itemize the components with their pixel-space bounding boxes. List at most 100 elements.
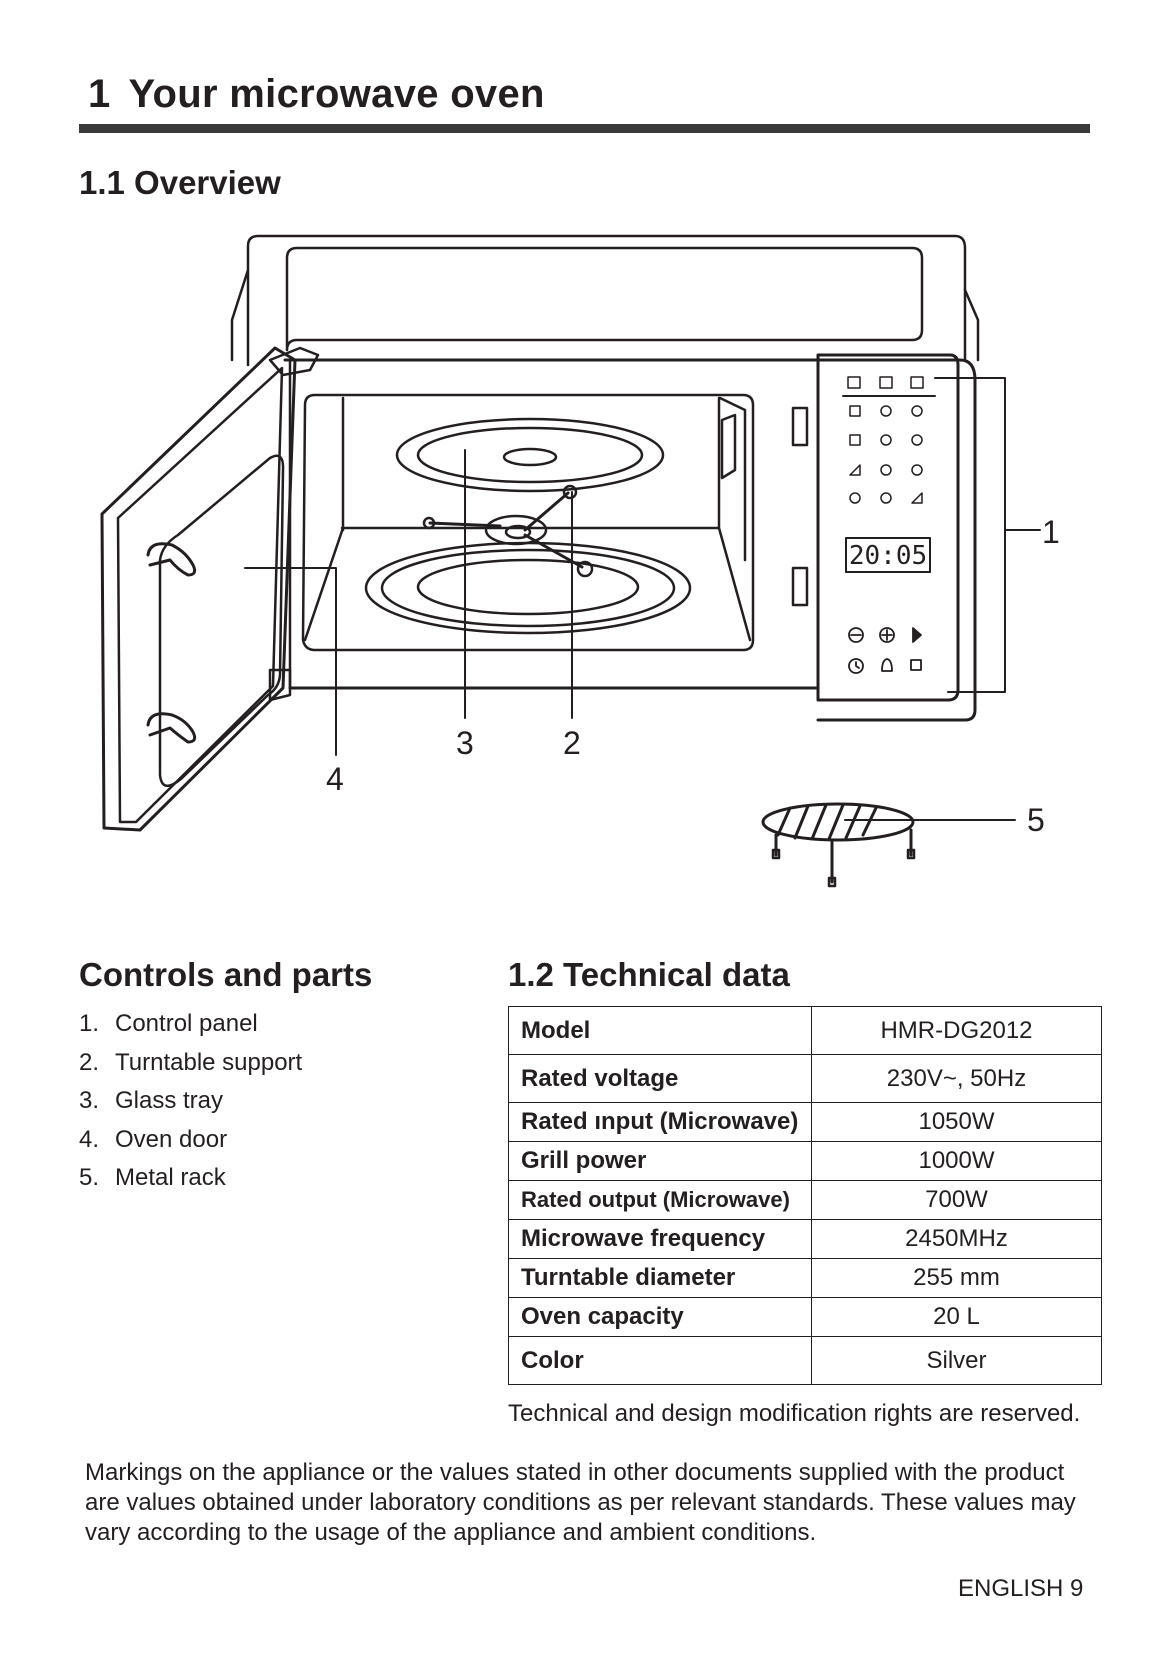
oven-cavity-frame [301, 393, 755, 652]
turntable-ring-mid [380, 548, 676, 628]
table-value: 1000W [811, 1141, 1102, 1181]
microwave-mode-icon [847, 376, 861, 389]
technical-data-heading: 1.2 Technical data [508, 956, 790, 993]
list-item-label: Oven door [115, 1125, 228, 1153]
overview-heading: 1.1 Overview [79, 164, 281, 201]
table-value: 700W [811, 1180, 1102, 1220]
oven-door-hinge-top [268, 346, 320, 377]
metal-rack-wires [776, 803, 878, 841]
markings-note: Markings on the appliance or the values … [85, 1459, 1076, 1546]
table-key: Oven capacity [508, 1297, 812, 1337]
turntable-roller-left [422, 516, 436, 530]
auto-cook-icon-11 [911, 492, 923, 504]
modification-rights-note: Technical and design modification rights… [508, 1400, 1081, 1427]
oven-door-inner-frame [116, 366, 284, 824]
clock-button-icon [848, 658, 864, 674]
controls-heading: Controls and parts [79, 956, 373, 993]
table-value: 20 L [811, 1297, 1102, 1337]
oven-cavity-floor-left [303, 526, 345, 642]
list-item-number: 2. [79, 1048, 100, 1076]
auto-cook-icon-9 [849, 492, 861, 504]
turntable-support-hub [484, 514, 548, 546]
stop-button-icon [910, 659, 922, 671]
oven-body-outline [283, 358, 977, 722]
title-rule [79, 124, 1090, 133]
glass-tray-inner [416, 426, 644, 484]
callout-leader-1-lower [947, 529, 1006, 693]
table-value: HMR-DG2012 [811, 1006, 1102, 1055]
callout-4: 4 [326, 761, 344, 797]
list-item-label: Glass tray [115, 1087, 224, 1114]
list-item: 1.Control panel [79, 1010, 302, 1049]
display-time: 20:05 [849, 541, 927, 571]
defrost-icon [849, 405, 861, 417]
oven-door-outer [100, 346, 297, 832]
auto-cook-icon-2 [911, 405, 923, 417]
table-key: Rated voltage [508, 1054, 812, 1103]
table-key: Model [508, 1006, 812, 1055]
auto-cook-icon-7 [880, 464, 892, 476]
callout-5: 5 [1027, 802, 1045, 838]
list-item: 4.Oven door [79, 1126, 302, 1165]
start-button-icon [912, 627, 922, 643]
oven-door-hook-lower [146, 712, 197, 744]
callout-2: 2 [563, 725, 581, 761]
auto-cook-icon-6 [849, 464, 861, 476]
oven-top-panel [285, 246, 924, 352]
glass-tray-outer [395, 417, 665, 493]
table-row: Rated ınput (Microwave)1050W [508, 1102, 1102, 1142]
turntable-support-arm-right [523, 491, 570, 532]
display-frame [845, 537, 931, 573]
oven-door-hook-upper [146, 542, 197, 577]
auto-cook-icon-10 [880, 492, 892, 504]
oven-cavity-floor-right [717, 526, 752, 642]
turntable-roller-right [562, 484, 578, 500]
oven-cavity-right-wall [718, 396, 747, 562]
turntable-ring-outer [364, 541, 692, 635]
list-item-number: 5. [79, 1164, 100, 1191]
turntable-ring-inner [416, 558, 640, 616]
table-key: Rated output (Microwave) [508, 1180, 812, 1220]
table-value: 1050W [811, 1102, 1102, 1142]
table-key: Rated ınput (Microwave) [508, 1102, 812, 1142]
control-panel-outline [816, 353, 960, 702]
list-item: 5. Metal rack [79, 1164, 302, 1203]
minus-button-icon [848, 627, 864, 643]
table-key: Microwave frequency [508, 1219, 812, 1259]
combi-mode-icon [910, 376, 924, 389]
table-key: Turntable diameter [508, 1258, 812, 1298]
metal-rack-foot-front [827, 876, 837, 888]
callout-3: 3 [456, 725, 474, 761]
oven-door-latch-slot-upper [791, 406, 809, 447]
auto-cook-icon-3 [849, 434, 861, 446]
table-key: Color [508, 1336, 812, 1385]
oven-door-latch-slot-lower [791, 566, 809, 607]
list-item-number: 3. [79, 1087, 100, 1114]
auto-cook-icon-1 [880, 405, 892, 417]
microwave-illustration: 20:05 1 2 3 4 5 [100, 234, 1060, 888]
control-panel-icons [842, 376, 936, 504]
grill-mode-icon [879, 376, 893, 389]
list-item: 2.Turntable support [79, 1049, 302, 1088]
callout-1: 1 [1042, 514, 1060, 550]
table-row: Rated output (Microwave)700W [508, 1180, 1102, 1220]
chapter-number: 1 [88, 72, 111, 116]
table-key: Grill power [508, 1141, 812, 1181]
bell-button-icon [881, 658, 893, 672]
control-panel-buttons [848, 627, 922, 674]
page-footer: ENGLISH 9 [958, 1575, 1084, 1602]
oven-side-vent [720, 413, 737, 480]
table-value: 255 mm [811, 1258, 1102, 1298]
list-item-label: Metal rack [115, 1164, 226, 1191]
auto-cook-icon-4 [880, 434, 892, 446]
turntable-roller-front [576, 560, 594, 578]
oven-door-window [158, 454, 285, 787]
